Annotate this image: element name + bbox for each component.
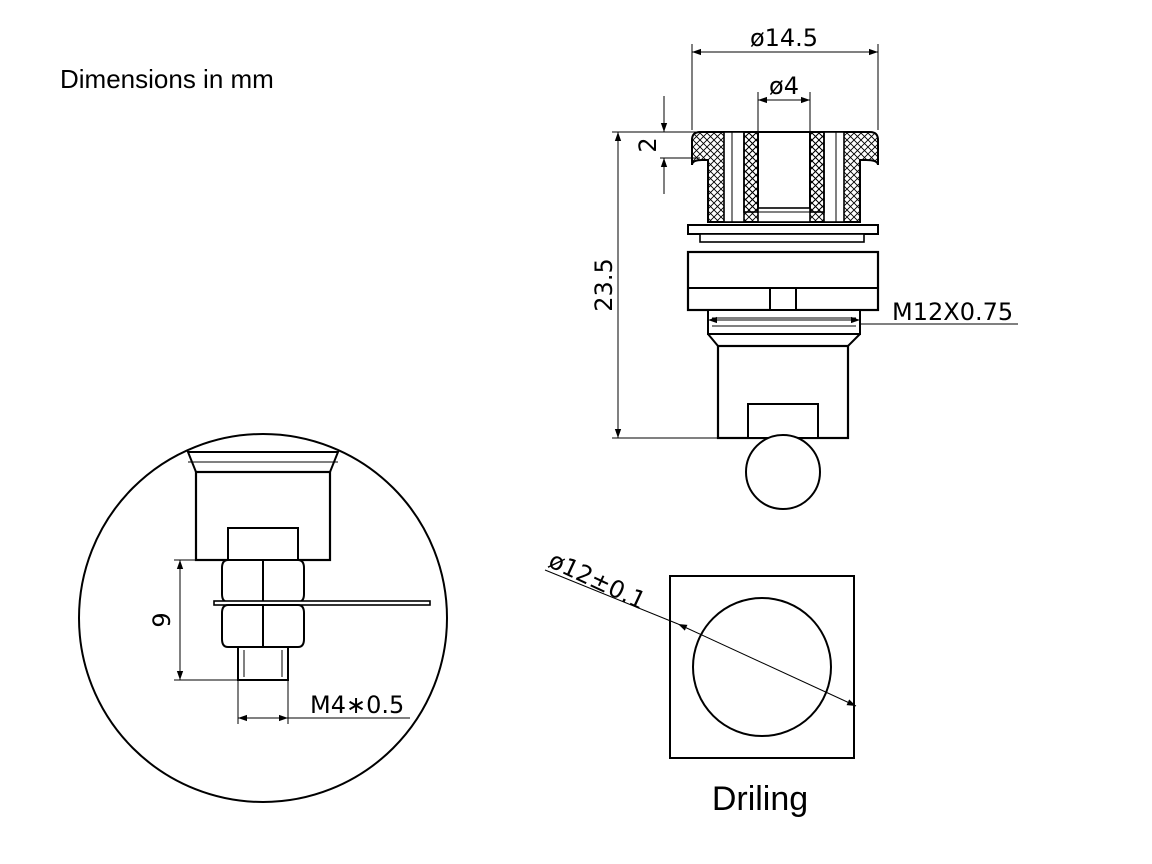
- detail-stud: [227, 527, 299, 561]
- side-view: ø14.5 ø4 2 23.5 M12X0.75: [590, 24, 1018, 510]
- dim-flange-thickness: 2: [634, 137, 662, 152]
- drilling-view: ø12±0.1 Driling: [544, 546, 857, 818]
- dim-overall-length: 23.5: [590, 258, 618, 311]
- inner-sleeve-right: [823, 131, 845, 223]
- terminal-lug: [213, 600, 431, 606]
- dim-hole-diameter: ø4: [769, 72, 799, 100]
- dim-outer-diameter: ø14.5: [750, 24, 818, 52]
- dim-thread-size: M12X0.75: [892, 298, 1013, 326]
- dim-detail-height: 9: [148, 612, 176, 627]
- threaded-neck: [707, 309, 861, 335]
- washer-plate: [687, 224, 879, 235]
- drill-hole: [692, 597, 832, 737]
- dim-detail-thread: M4∗0.5: [310, 691, 404, 719]
- dim-drill-hole: ø12±0.1: [544, 546, 650, 615]
- detail-view: 9 M4∗0.5: [78, 433, 448, 803]
- drilling-caption: Driling: [712, 780, 808, 818]
- ball-terminal: [745, 434, 821, 510]
- inner-sleeve-left: [723, 131, 745, 223]
- units-note: Dimensions in mm: [60, 64, 274, 94]
- threaded-stub: [237, 646, 289, 681]
